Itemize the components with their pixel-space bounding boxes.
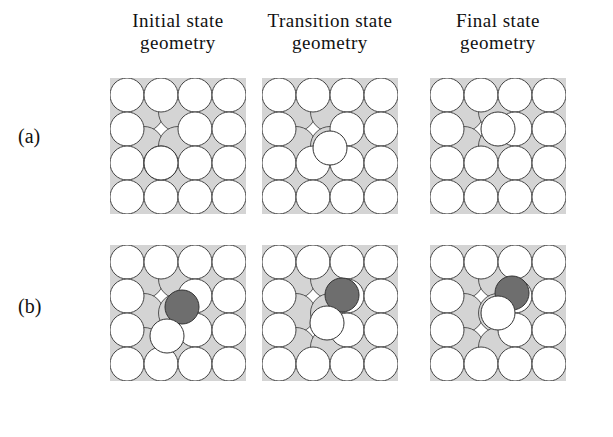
surface-atom (296, 180, 330, 214)
surface-atom (464, 180, 498, 214)
row-label: (a) (18, 125, 40, 147)
surface-atom (364, 78, 398, 112)
surface-atom (464, 78, 498, 112)
surface-atom (212, 245, 246, 279)
surface-panel (243, 226, 418, 401)
adatom (150, 319, 184, 353)
column-heading: Final state geometry (423, 10, 573, 54)
surface-atom (144, 146, 178, 180)
adatom (481, 112, 515, 146)
surface-atom (498, 180, 532, 214)
surface-atom (532, 245, 566, 279)
row-label: (b) (18, 295, 41, 317)
surface-atom (430, 313, 464, 347)
surface-atom (532, 112, 566, 146)
surface-atom (262, 112, 296, 146)
adatom (310, 306, 344, 340)
adatom (481, 296, 515, 330)
surface-atom (498, 78, 532, 112)
surface-atom (110, 347, 144, 381)
surface-atom (532, 347, 566, 381)
surface-atom (212, 146, 246, 180)
surface-atom (430, 279, 464, 313)
surface-atom (110, 245, 144, 279)
surface-atom (262, 180, 296, 214)
surface-atom (110, 180, 144, 214)
surface-atom (110, 146, 144, 180)
column-heading: Transition state geometry (255, 10, 405, 54)
surface-atom (144, 245, 178, 279)
surface-atom (178, 347, 212, 381)
surface-atom (430, 146, 464, 180)
surface-atom (330, 78, 364, 112)
surface-atom (212, 279, 246, 313)
surface-atom (498, 245, 532, 279)
surface-atom (178, 245, 212, 279)
adatom (313, 131, 347, 165)
surface-atom (430, 180, 464, 214)
surface-atom (110, 279, 144, 313)
surface-atom (430, 78, 464, 112)
surface-atom (532, 279, 566, 313)
surface-atom (330, 245, 364, 279)
surface-atom (296, 245, 330, 279)
surface-atom (178, 78, 212, 112)
surface-atom (212, 112, 246, 146)
surface-atom (430, 347, 464, 381)
surface-atom (296, 347, 330, 381)
surface-atom (178, 146, 212, 180)
surface-atom (178, 112, 212, 146)
surface-atom (330, 347, 364, 381)
surface-atom (364, 347, 398, 381)
surface-atom (296, 78, 330, 112)
surface-atom (430, 245, 464, 279)
surface-atom (262, 279, 296, 313)
surface-atom (430, 112, 464, 146)
surface-atom (178, 180, 212, 214)
surface-atom (330, 180, 364, 214)
surface-atom (262, 313, 296, 347)
surface-atom (464, 245, 498, 279)
surface-atom (110, 78, 144, 112)
surface-atom (532, 180, 566, 214)
surface-panel (411, 59, 586, 234)
surface-atom (144, 180, 178, 214)
surface-atom (110, 313, 144, 347)
surface-atom (262, 78, 296, 112)
surface-panel (91, 59, 266, 234)
surface-atom (532, 78, 566, 112)
surface-atom (212, 347, 246, 381)
surface-atom (364, 279, 398, 313)
surface-atom (364, 112, 398, 146)
surface-atom (532, 146, 566, 180)
surface-atom (144, 78, 178, 112)
surface-atom (364, 180, 398, 214)
surface-atom (364, 313, 398, 347)
surface-panel (411, 226, 586, 401)
surface-atom (212, 78, 246, 112)
surface-panel (243, 59, 418, 234)
surface-atom (364, 245, 398, 279)
surface-atom (364, 146, 398, 180)
surface-atom (262, 146, 296, 180)
surface-panel (91, 226, 266, 401)
surface-atom (464, 347, 498, 381)
surface-atom (262, 347, 296, 381)
surface-atom (212, 180, 246, 214)
surface-atom (498, 146, 532, 180)
surface-atom (464, 146, 498, 180)
surface-atom (110, 112, 144, 146)
surface-atom (532, 313, 566, 347)
surface-atom (262, 245, 296, 279)
surface-atom (498, 347, 532, 381)
adatom (144, 146, 178, 180)
column-heading: Initial state geometry (103, 10, 253, 54)
surface-atom (212, 313, 246, 347)
